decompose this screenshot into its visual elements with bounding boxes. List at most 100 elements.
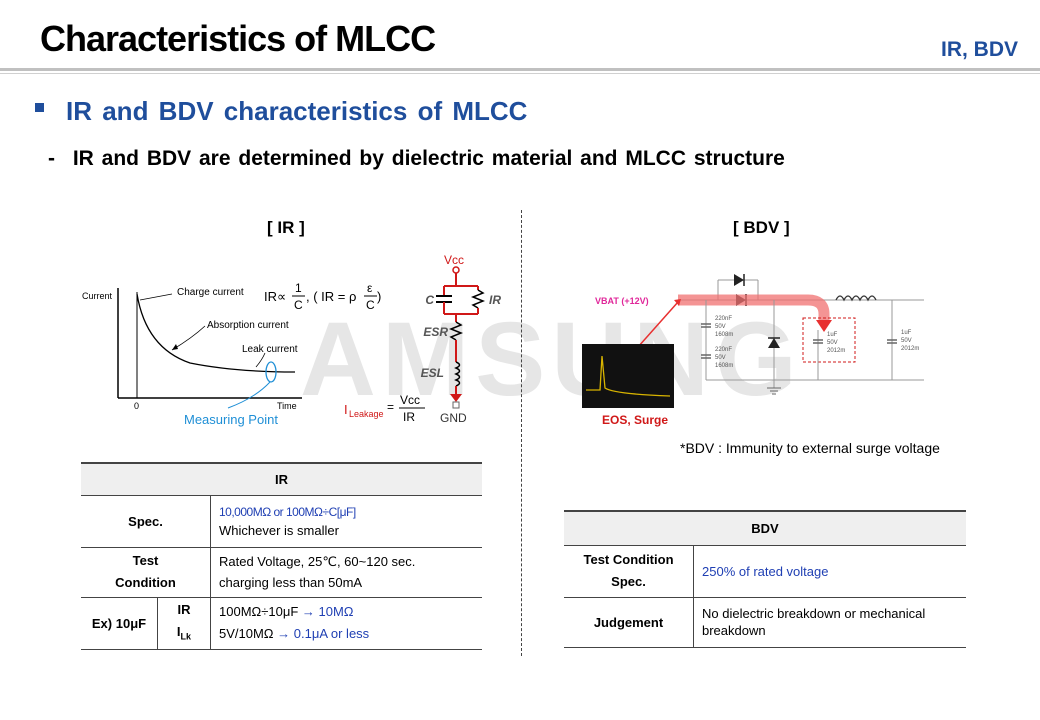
surge-path-arrowhead: [816, 320, 832, 332]
cap-3-rating: 50V: [827, 340, 838, 346]
ir-test-line-2: charging less than 50mA: [219, 575, 363, 590]
cap-2-value: 220nF: [715, 347, 732, 353]
ir-test-label-2: Condition: [115, 575, 176, 590]
ir-resistor: [470, 289, 486, 309]
vcc-terminal: [452, 266, 460, 274]
leakage-numerator: Vcc: [400, 393, 420, 407]
diode-top: [734, 274, 744, 286]
bdv-surge-circuit: VBAT (+12V) 220nF 50V 1608m 220nF 50V 16…: [595, 274, 924, 395]
y-axis-label: Current: [82, 291, 113, 301]
ir-example-line-1: 100MΩ÷10μF → 10MΩ: [219, 601, 474, 623]
eos-pointer: [637, 301, 679, 348]
ir-example-label: Ex) 10μF: [81, 597, 158, 650]
section-heading: IR and BDV characteristics of MLCC: [66, 96, 528, 126]
gnd-terminal: [452, 401, 460, 409]
arrow-right-icon: →: [277, 626, 291, 641]
measuring-point-label: Measuring Point: [184, 412, 278, 427]
measuring-point-pointer: [227, 381, 271, 409]
ir-panel-title: [ IR ]: [267, 218, 305, 237]
eq-open: , ( IR = ρ: [306, 289, 356, 304]
cap-2-size: 1608m: [715, 363, 733, 369]
measuring-point-ring: [265, 361, 277, 383]
vcc-label: Vcc: [444, 253, 464, 267]
header-divider-thin: [0, 73, 1040, 74]
esl-label: ESL: [421, 366, 444, 380]
scope-screen: [582, 344, 674, 408]
absorption-arrowhead: [172, 344, 178, 350]
esl-inductor: [454, 361, 461, 387]
cap-1-size: 1608m: [715, 332, 733, 338]
ilk-subscript: Lk: [180, 631, 192, 642]
origin-label: 0: [134, 401, 139, 411]
mlcc-equivalent-circuit: Vcc C IR ESR ESL GND: [421, 253, 502, 425]
ir-spec-row: Spec. 10,000MΩ or 100MΩ÷C[μF] Whichever …: [81, 495, 482, 548]
bdv-test-label: Test Condition Spec.: [564, 545, 694, 598]
ir-test-line-1: Rated Voltage, 25℃, 60~120 sec.: [219, 554, 416, 569]
bdv-test-value: 250% of rated voltage: [693, 545, 966, 598]
ir-spec-label: Spec.: [81, 495, 211, 548]
leakage-equals: =: [387, 400, 394, 414]
vbat-label: VBAT (+12V): [595, 296, 649, 306]
current-decay-curve: [136, 293, 296, 373]
prop-denominator: C: [294, 298, 303, 312]
eos-pointer-head: [674, 299, 681, 306]
leak-current-label: Leak current: [242, 344, 298, 355]
bdv-footnote: *BDV : Immunity to external surge voltag…: [680, 440, 940, 456]
eos-surge-label: EOS, Surge: [602, 413, 669, 427]
ir-test-value: Rated Voltage, 25℃, 60~120 sec. charging…: [210, 547, 482, 598]
charge-pointer: [139, 293, 173, 301]
ir-spec-table: IR Spec. 10,000MΩ or 100MΩ÷C[μF] Whichev…: [81, 462, 482, 650]
cap-4-value: 1uF: [901, 330, 912, 336]
cap-3-size: 2012m: [827, 348, 845, 354]
eq-numerator: ε: [367, 281, 373, 295]
bdv-spec-table: BDV Test Condition Spec. 250% of rated v…: [564, 510, 966, 648]
header-divider: [0, 68, 1040, 71]
ir-sub-label: IR: [177, 601, 191, 617]
section-tag: IR, BDV: [940, 38, 1018, 61]
prop-numerator: 1: [295, 281, 302, 295]
cap-3-value: 1uF: [827, 332, 838, 338]
leakage-denominator: IR: [403, 410, 415, 424]
tvs-diode: [768, 338, 780, 348]
page-title: Characteristics of MLCC: [40, 18, 436, 59]
square-bullet-icon: [35, 103, 44, 112]
cap-2-rating: 50V: [715, 355, 726, 361]
cap-4-rating: 50V: [901, 338, 912, 344]
arrow-right-icon: →: [301, 604, 315, 619]
bdv-test-row: Test Condition Spec. 250% of rated volta…: [564, 545, 966, 598]
subheading-text: IR and BDV are determined by dielectric …: [72, 147, 785, 170]
leakage-formula: I Leakage = Vcc IR: [344, 393, 425, 424]
bdv-test-label-1: Test Condition: [583, 552, 674, 567]
ir-proportional-formula: IR∝ 1 C , ( IR = ρ ε C ): [264, 281, 381, 312]
current-arrowhead: [450, 394, 462, 402]
highlighted-capacitor-box: [802, 317, 856, 363]
bdv-judgement-label: Judgement: [564, 597, 694, 648]
ir-test-label: Test Condition: [81, 547, 211, 598]
section-subheading: - IR and BDV are determined by dielectri…: [48, 147, 785, 170]
ilk-I: I: [176, 623, 181, 639]
bdv-table-header-row: BDV: [564, 511, 966, 546]
watermark: AMSUNG: [300, 301, 803, 418]
ir-spec-value: 10,000MΩ or 100MΩ÷C[μF] Whichever is sma…: [210, 495, 482, 548]
ir-test-row: Test Condition Rated Voltage, 25℃, 60~12…: [81, 547, 482, 598]
ir-spec-line-1: 10,000MΩ or 100MΩ÷C[μF]: [219, 504, 356, 519]
ir-example-row: Ex) 10μF IR ILk 100MΩ÷10μF → 10MΩ 5V/10M…: [81, 597, 482, 650]
ir-ex1-a: 100MΩ÷10μF: [219, 604, 302, 619]
bdv-test-label-2: Spec.: [611, 574, 646, 589]
bdv-table-header: BDV: [564, 511, 966, 546]
ir-table-header: IR: [81, 463, 482, 496]
x-axis-label: Time: [277, 401, 297, 411]
ir-ex2-a: 5V/10MΩ: [219, 626, 278, 641]
bdv-judgement-value: No dielectric breakdown or mechanical br…: [693, 597, 966, 648]
panel-separator: [521, 210, 522, 656]
surge-path-highlight: [678, 294, 830, 322]
absorption-current-label: Absorption current: [207, 320, 289, 331]
esr-label: ESR: [423, 325, 448, 339]
eq-denominator: C: [366, 298, 375, 312]
leak-pointer: [255, 352, 266, 368]
ir-current-graph: Current Time 0 Charge current Absorption…: [82, 287, 302, 427]
prop-prefix: IR∝: [264, 289, 286, 304]
cap-1-rating: 50V: [715, 324, 726, 330]
leakage-I: I: [344, 402, 348, 417]
ir-example-line-2: 5V/10MΩ → 0.1μA or less: [219, 623, 474, 645]
